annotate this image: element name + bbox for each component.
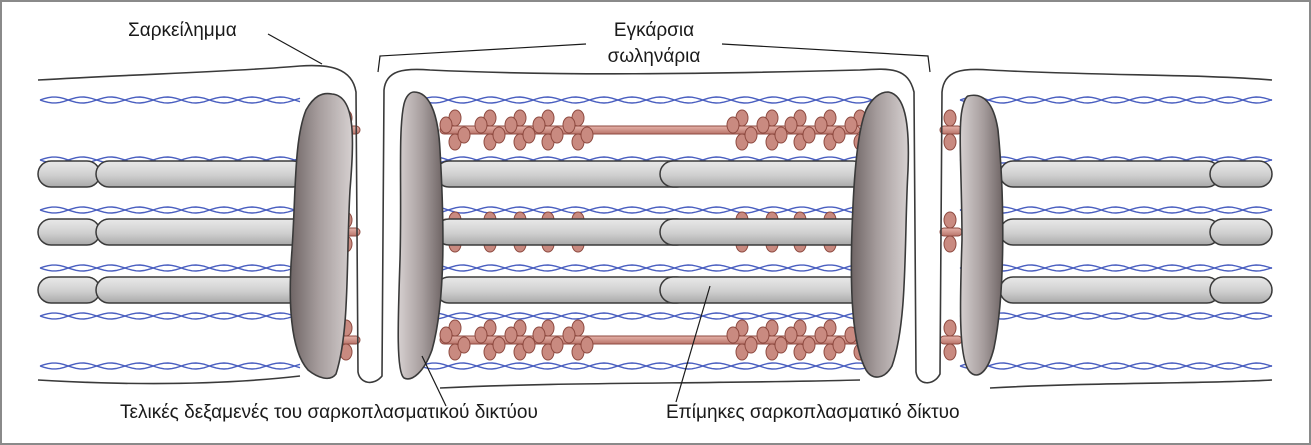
- tubule-left: [96, 219, 306, 245]
- reticulum-knot: [803, 127, 815, 143]
- label-transverse-tubules-1: Εγκάρσια: [614, 20, 694, 41]
- reticulum-knot: [944, 344, 956, 360]
- label-sarcolemma: Σαρκείλημμα: [128, 20, 237, 41]
- reticulum-knot: [785, 117, 797, 133]
- reticulum-bar: [940, 126, 962, 134]
- cisterna-mid-left: [398, 92, 443, 379]
- reticulum-knot: [845, 117, 857, 133]
- reticulum-knot: [785, 327, 797, 343]
- reticulum-knot: [581, 337, 593, 353]
- reticulum-knot: [833, 127, 845, 143]
- reticulum-knot: [493, 127, 505, 143]
- reticulum-knot: [458, 127, 470, 143]
- tubule-middle-right: [660, 219, 866, 245]
- reticulum-knot: [815, 117, 827, 133]
- reticulum-knot: [803, 337, 815, 353]
- reticulum-knot: [775, 337, 787, 353]
- tubule-right-stub: [1210, 161, 1272, 187]
- tubule-middle-left: [436, 277, 690, 303]
- tubule-middle-right: [660, 161, 866, 187]
- label-longitudinal-sr: Επίμηκες σαρκοπλασματικό δίκτυο: [666, 402, 960, 423]
- reticulum-knot: [523, 127, 535, 143]
- sarcolemma-leader: [268, 34, 322, 64]
- reticulum-bar: [940, 228, 962, 236]
- cisterna-mid-right: [851, 92, 908, 377]
- reticulum-knot: [440, 117, 452, 133]
- reticulum-knot: [551, 337, 563, 353]
- reticulum-knot: [944, 320, 956, 336]
- reticulum-knot: [581, 127, 593, 143]
- reticulum-knot: [944, 134, 956, 150]
- reticulum-knot: [551, 127, 563, 143]
- tubule-middle-left: [436, 219, 690, 245]
- reticulum-knot: [563, 117, 575, 133]
- label-transverse-tubules-2: σωληνάρια: [608, 46, 701, 67]
- tubule-right: [1000, 219, 1220, 245]
- tubule-right-stub: [1210, 219, 1272, 245]
- tubule-left-stub: [38, 219, 100, 245]
- reticulum-knot: [757, 117, 769, 133]
- reticulum-bar: [940, 336, 962, 344]
- tubule-left: [96, 161, 306, 187]
- reticulum-knot: [493, 337, 505, 353]
- reticulum-knot: [944, 212, 956, 228]
- reticulum-knot: [815, 327, 827, 343]
- tubule-right-stub: [1210, 277, 1272, 303]
- reticulum-knot: [533, 117, 545, 133]
- reticulum-knot: [523, 337, 535, 353]
- tubule-middle-left: [436, 161, 690, 187]
- reticulum-knot: [475, 117, 487, 133]
- tubule-middle-right: [660, 277, 866, 303]
- reticulum-knot: [775, 127, 787, 143]
- reticulum-knot: [727, 117, 739, 133]
- reticulum-knot: [505, 327, 517, 343]
- reticulum-knot: [833, 337, 845, 353]
- reticulum-knot: [944, 110, 956, 126]
- reticulum-knot: [475, 327, 487, 343]
- reticulum-knot: [944, 236, 956, 252]
- tubule-right: [1000, 161, 1220, 187]
- reticulum-knot: [458, 337, 470, 353]
- reticulum-knot: [745, 337, 757, 353]
- reticulum-knot: [727, 327, 739, 343]
- tubule-left-stub: [38, 161, 100, 187]
- reticulum-knot: [745, 127, 757, 143]
- cisterna-right: [960, 95, 1003, 375]
- longitudinal-tubules: [38, 161, 1272, 303]
- cisterna-left: [290, 94, 352, 379]
- tubule-left: [96, 277, 306, 303]
- reticulum-knot: [533, 327, 545, 343]
- reticulum-knot: [563, 327, 575, 343]
- tubule-left-stub: [38, 277, 100, 303]
- reticulum-knot: [757, 327, 769, 343]
- reticulum-knot: [505, 117, 517, 133]
- label-terminal-cisternae: Τελικές δεξαμενές του σαρκοπλασματικού δ…: [120, 402, 538, 423]
- reticulum-knot: [440, 327, 452, 343]
- tubule-right: [1000, 277, 1220, 303]
